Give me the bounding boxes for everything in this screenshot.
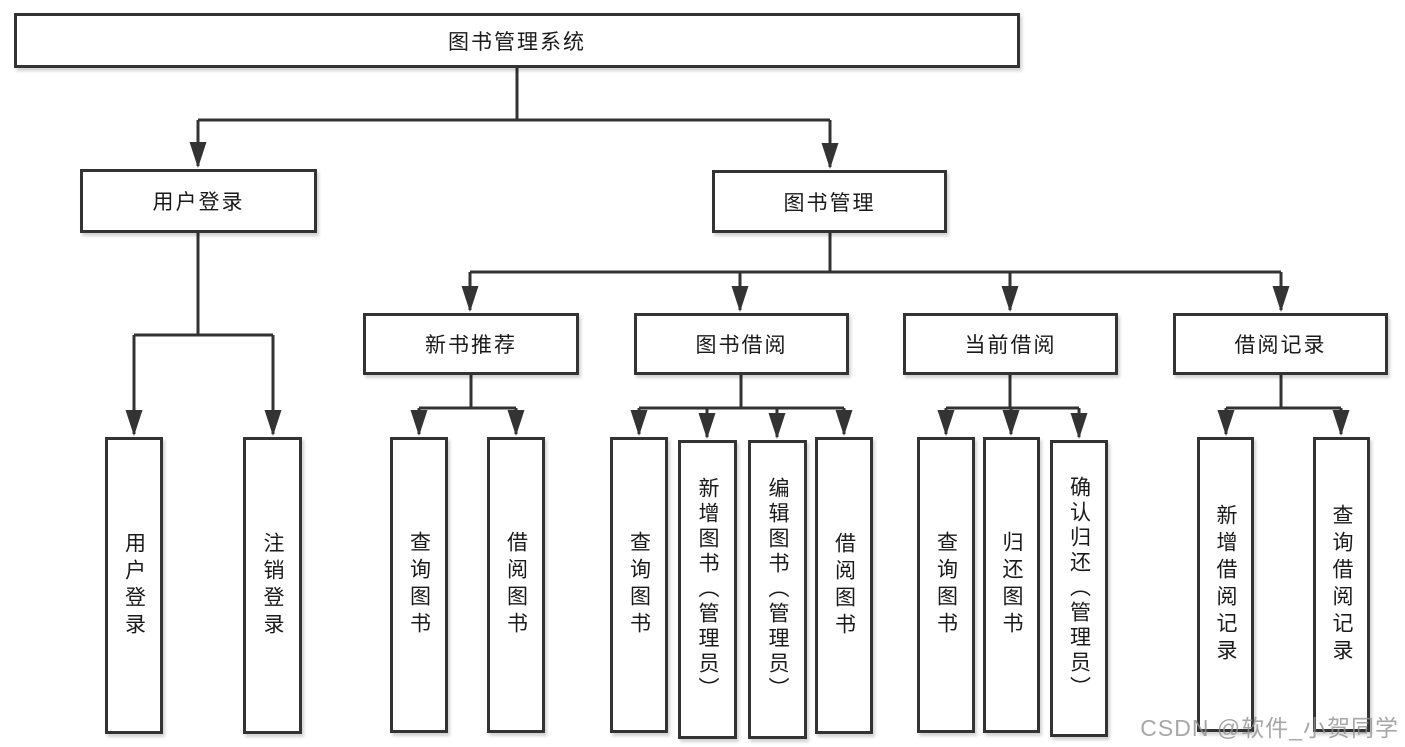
- leaf-user-login: 用户登录: [105, 437, 163, 734]
- leaf-borrow-books-1: 借阅图书: [487, 437, 545, 733]
- leaf-edit-books-admin: 编辑图书（管理员）: [748, 440, 807, 739]
- connector-group: [125, 68, 1350, 439]
- node-user-login: 用户登录: [80, 169, 317, 233]
- node-new-book-recommend: 新书推荐: [363, 313, 579, 375]
- leaf-query-books-2: 查询图书: [610, 437, 668, 733]
- node-current-borrowing: 当前借阅: [903, 313, 1118, 375]
- leaf-query-books-1: 查询图书: [390, 437, 448, 733]
- leaf-return-books: 归还图书: [983, 437, 1040, 733]
- csdn-watermark: CSDN @软件_小贺同学: [1140, 715, 1399, 741]
- leaf-add-books-admin: 新增图书（管理员）: [678, 440, 737, 739]
- node-book-borrowing: 图书借阅: [634, 313, 849, 375]
- leaf-confirm-return-admin: 确认归还（管理员）: [1050, 440, 1108, 737]
- node-book-management: 图书管理: [712, 170, 947, 233]
- leaf-query-books-3: 查询图书: [917, 437, 975, 733]
- leaf-add-borrow-record: 新增借阅记录: [1197, 437, 1254, 732]
- leaf-borrow-books-2: 借阅图书: [815, 437, 873, 734]
- leaf-query-borrow-record: 查询借阅记录: [1313, 437, 1370, 732]
- node-library-system: 图书管理系统: [14, 13, 1020, 68]
- leaf-logout: 注销登录: [243, 437, 302, 734]
- node-borrowing-records: 借阅记录: [1173, 313, 1388, 375]
